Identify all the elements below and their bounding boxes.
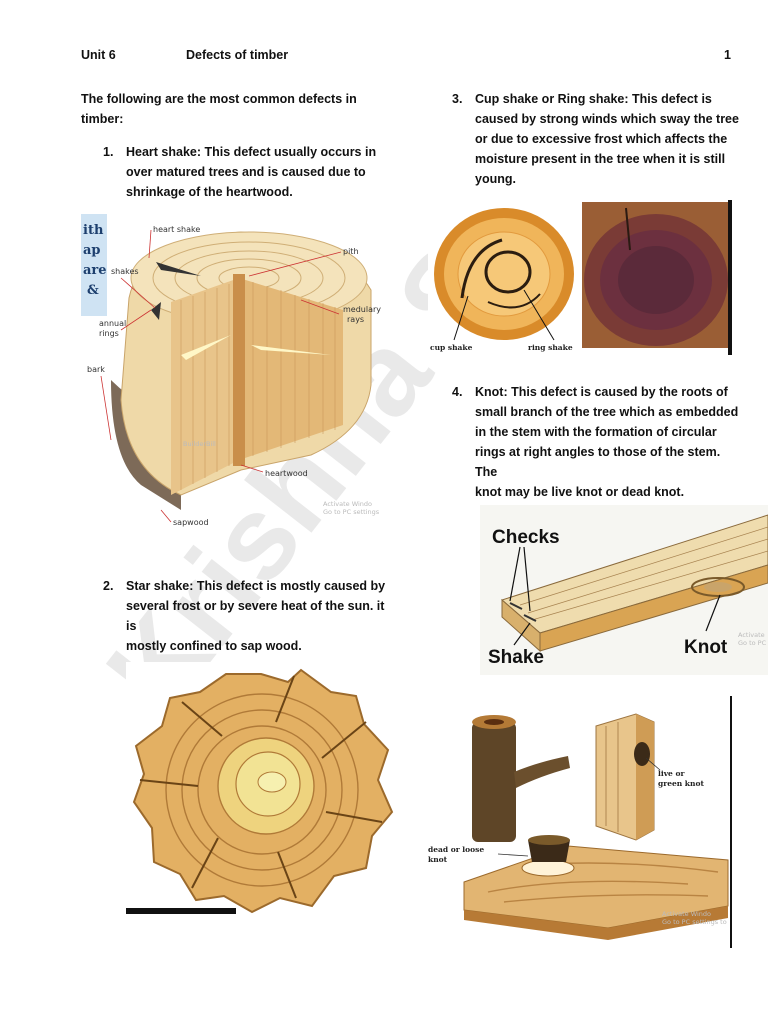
- label-sapwood: sapwood: [173, 518, 209, 527]
- credit-text: BuilderBill: [183, 440, 216, 448]
- list-item-cup-shake: 3. Cup shake or Ring shake: This defect …: [430, 89, 740, 189]
- side-text: &: [87, 283, 99, 298]
- knot-types-figure: live or green knot dead or loose knot Ac…: [428, 696, 738, 948]
- label-heart-shake: heart shake: [153, 225, 200, 234]
- item-line: young.: [475, 172, 516, 186]
- activate-text: Activate Windo: [662, 910, 711, 918]
- item-number: 1.: [103, 145, 114, 159]
- item-line: small branch of the tree which as embedd…: [475, 405, 739, 419]
- label-medullary-2: rays: [347, 315, 364, 324]
- item-line: knot may be live knot or dead knot.: [475, 485, 685, 499]
- side-text: ap: [83, 243, 101, 258]
- label-medullary: medulary: [343, 305, 381, 314]
- label-pith: pith: [343, 247, 359, 256]
- page-number: 1: [724, 48, 731, 62]
- label-dead-knot: dead or loose: [428, 845, 484, 854]
- label-cup-shake: cup shake: [430, 343, 473, 352]
- item-line: over matured trees and is caused due to: [126, 165, 366, 179]
- heart-shake-figure: ith ap are &: [81, 210, 381, 540]
- item-line: mostly confined to sap wood.: [126, 639, 302, 653]
- label-knot: Knot: [684, 637, 728, 658]
- list-item-knot: 4. Knot: This defect is caused by the ro…: [430, 382, 740, 502]
- item-number: 3.: [452, 92, 463, 106]
- item-line: shrinkage of the heartwood.: [126, 185, 293, 199]
- activate-text: Activate Windo: [323, 500, 372, 508]
- cup-ring-shake-figure: cup shake ring shake: [428, 200, 733, 355]
- label-checks: Checks: [492, 527, 560, 548]
- item-line: caused by strong winds which sway the tr…: [475, 112, 739, 126]
- stump: [472, 722, 516, 842]
- intro-line: The following are the most common defect…: [81, 92, 357, 106]
- label-dead-knot-2: knot: [428, 855, 448, 864]
- shake-crack: [156, 262, 201, 276]
- activate-sub-text: Go to PC settings to: [323, 508, 381, 516]
- side-text: are: [83, 263, 107, 278]
- item-line: Heart shake: This defect usually occurs …: [126, 145, 377, 159]
- label-annual-rings-2: rings: [99, 329, 119, 338]
- intro-line: timber:: [81, 112, 124, 126]
- item-line: rings at right angles to those of the st…: [475, 445, 721, 479]
- knot-mark: [691, 577, 745, 597]
- item-line: Knot: This defect is caused by the roots…: [475, 385, 728, 399]
- item-line: several frost or by severe heat of the s…: [126, 599, 385, 633]
- label-shakes: shakes: [111, 267, 139, 276]
- intro-text: The following are the most common defect…: [81, 89, 381, 129]
- item-line: Star shake: This defect is mostly caused…: [126, 579, 386, 593]
- label-heartwood: heartwood: [265, 469, 308, 478]
- checks-knot-figure: Checks Shake Knot Activate Go to PC: [480, 505, 768, 675]
- list-item-heart-shake: 1. Heart shake: This defect usually occu…: [81, 142, 381, 202]
- list-item-star-shake: 2. Star shake: This defect is mostly cau…: [81, 576, 391, 656]
- cut-face-right: [239, 278, 343, 460]
- pith: [233, 274, 245, 466]
- label-bark: bark: [87, 365, 105, 374]
- item-line: in the stem with the formation of circul…: [475, 425, 717, 439]
- dead-knot: [528, 840, 570, 862]
- label-ring-shake: ring shake: [528, 343, 573, 352]
- item-line: moisture present in the tree when it is …: [475, 152, 726, 166]
- label-live-knot-2: green knot: [658, 779, 704, 788]
- label-live-knot: live or: [658, 769, 685, 778]
- live-knot: [634, 742, 650, 766]
- cup-shake-line: [460, 238, 503, 299]
- label-shake: Shake: [488, 647, 544, 668]
- page-title: Defects of timber: [186, 48, 289, 62]
- activate-text: Activate: [738, 631, 765, 639]
- item-line: or due to excessive frost which affects …: [475, 132, 728, 146]
- star-shake-figure: [126, 662, 396, 916]
- activate-sub-text: Go to PC settings to: [662, 918, 727, 926]
- side-panel: [81, 214, 107, 316]
- item-number: 2.: [103, 579, 114, 593]
- star-crack: [275, 675, 295, 723]
- item-number: 4.: [452, 385, 463, 399]
- item-line: Cup shake or Ring shake: This defect is: [475, 92, 712, 106]
- side-text: ith: [83, 223, 104, 238]
- label-annual-rings: annual: [99, 319, 126, 328]
- activate-sub-text: Go to PC: [738, 639, 767, 647]
- unit-label: Unit 6: [81, 48, 116, 62]
- ring-shake-line: [484, 250, 532, 294]
